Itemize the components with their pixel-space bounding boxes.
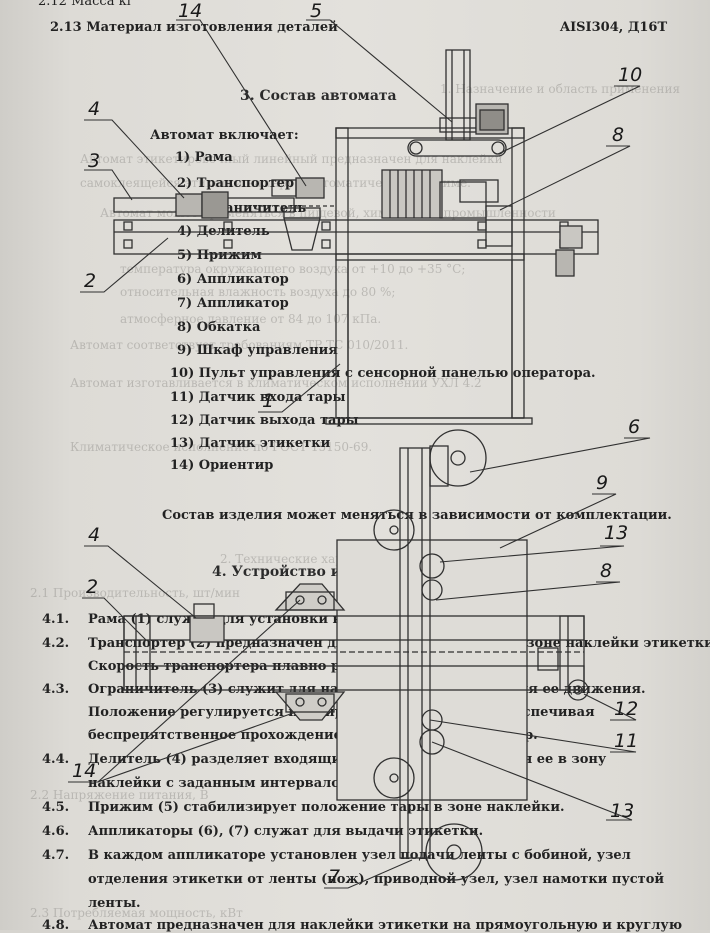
bleed-line: Автомат соответствует требованиям ТР ТС … bbox=[70, 338, 409, 352]
list-item: 12) Датчик выхода тары bbox=[170, 413, 359, 428]
bleed-line: 2.1 Производительность, шт/мин bbox=[30, 586, 240, 600]
list-item: 10) Пульт управления с сенсорной панелью… bbox=[170, 366, 596, 381]
top-view bbox=[123, 429, 589, 881]
callout-label: 13 bbox=[610, 800, 635, 822]
front-view bbox=[113, 49, 599, 425]
section4-text: Прижим (5) стабилизирует положение тары … bbox=[88, 800, 565, 815]
callout-label: 14 bbox=[178, 0, 203, 22]
section4-num: 4.6. bbox=[42, 824, 70, 839]
list-item: 5) Прижим bbox=[177, 248, 262, 263]
list-item: 13) Датчик этикетки bbox=[170, 436, 331, 451]
bleed-line: атмосферное давление от 84 до 107 кПа. bbox=[120, 312, 382, 326]
callout-label: 3 bbox=[88, 150, 101, 172]
section3-note: Состав изделия может меняться в зависимо… bbox=[162, 508, 672, 523]
bleed-line: относительная влажность воздуха до 80 %; bbox=[120, 285, 396, 299]
section4-num: 4.2. bbox=[42, 636, 70, 651]
bleed-line: Климатическое исполнение по ГОСТ 15150-6… bbox=[70, 440, 373, 454]
list-item: 2) Транспортер bbox=[177, 176, 295, 191]
callout-label: 2 bbox=[86, 576, 99, 598]
bleed-line: Автомат изготавливается в климатическом … bbox=[70, 376, 482, 390]
list-item: 7) Аппликатор bbox=[177, 296, 289, 311]
section4-text: наклейки с заданным интервалом. bbox=[88, 776, 356, 791]
section4-text: Автомат предназначен для наклейки этикет… bbox=[88, 918, 683, 933]
list-item: 9) Шкаф управления bbox=[177, 343, 338, 358]
section4-num: 4.8. bbox=[42, 918, 70, 933]
callout-label: 10 bbox=[618, 64, 643, 86]
callout-label: 4 bbox=[88, 524, 101, 546]
list-item: 1) Рама bbox=[175, 150, 233, 165]
top-line-material: 2.13 Материал изготовления деталей bbox=[50, 20, 338, 35]
callout-label: 13 bbox=[604, 522, 629, 544]
section4-num: 4.7. bbox=[42, 848, 70, 863]
list-item: 11) Датчик входа тары bbox=[170, 390, 346, 405]
section4-text: отделения этикетки от ленты (нож), приво… bbox=[88, 872, 665, 887]
callout-label: 7 bbox=[328, 866, 341, 888]
callout-label: 5 bbox=[310, 0, 323, 22]
bleed-line: самоклеящейся этикетки на тару в автомат… bbox=[80, 176, 471, 190]
callout-label: 2 bbox=[84, 270, 97, 292]
callout-leaders bbox=[68, 19, 651, 889]
callout-label: 14 bbox=[72, 760, 97, 782]
section4-text: В каждом аппликаторе установлен узел под… bbox=[88, 848, 631, 863]
section4-num: 4.3. bbox=[42, 682, 70, 697]
callout-label: 12 bbox=[614, 698, 639, 720]
top-line-material-value: AISI304, Д16Т bbox=[560, 20, 668, 35]
section4-text: ленты. bbox=[88, 896, 141, 911]
list-item: 14) Ориентир bbox=[170, 458, 274, 473]
bleed-line: 2.2 Напряжение питания, В bbox=[30, 788, 209, 802]
bleed-line: температура окружающего воздуха от +10 д… bbox=[120, 262, 466, 276]
section3-title: 3. Состав автомата bbox=[240, 88, 397, 104]
callout-label: 8 bbox=[612, 124, 625, 146]
section4-num: 4.4. bbox=[42, 752, 70, 767]
list-item: 8) Обкатка bbox=[177, 320, 261, 335]
callout-label: 6 bbox=[628, 416, 641, 438]
list-item: 6) Аппликатор bbox=[177, 272, 289, 287]
section4-num: 4.5. bbox=[42, 800, 70, 815]
callout-label: 1 bbox=[262, 390, 275, 412]
callout-label: 8 bbox=[600, 560, 613, 582]
bleed-line: Автомат этикетировочный линейный предназ… bbox=[80, 152, 503, 166]
callout-label: 9 bbox=[596, 472, 609, 494]
section4-text: Аппликаторы (6), (7) служат для выдачи э… bbox=[88, 824, 484, 839]
section4-num: 4.1. bbox=[42, 612, 70, 627]
section3-intro: Автомат включает: bbox=[150, 128, 299, 143]
top-line-mass: 2.12 Масса кг bbox=[38, 0, 134, 9]
callout-label: 4 bbox=[88, 98, 101, 120]
bleed-line: 2.3 Потребляемая мощность, кВт bbox=[30, 906, 243, 920]
callout-label: 11 bbox=[614, 730, 639, 752]
